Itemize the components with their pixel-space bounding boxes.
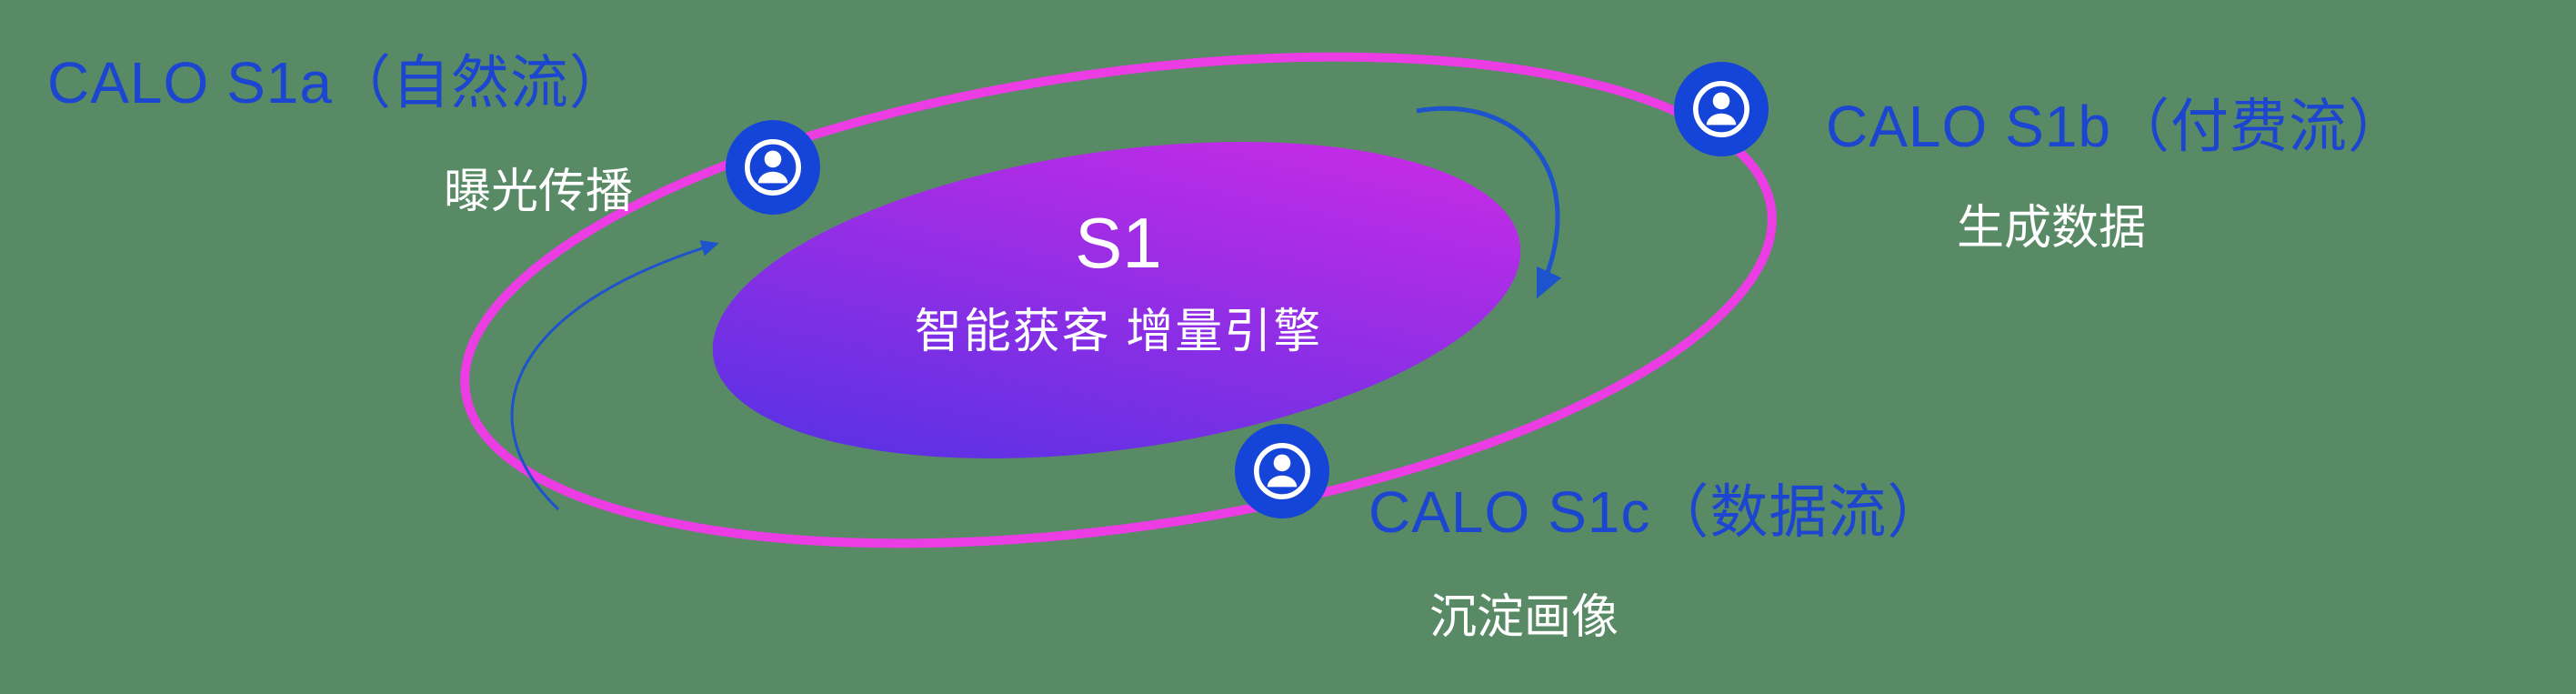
person-in-circle-icon [726, 120, 820, 215]
label-s1a-subtitle: 曝光传播 [444, 166, 634, 218]
core-title: S1 [1075, 203, 1162, 283]
person-in-circle-icon [1235, 424, 1329, 518]
flow-arrow-left [510, 240, 719, 511]
person-in-circle-icon [1674, 62, 1769, 156]
label-s1c-title: CALO S1c（数据流） [1368, 479, 1947, 545]
core-ellipse [712, 142, 1521, 458]
node-s1a [726, 120, 820, 215]
orbit-ring [460, 52, 1777, 548]
label-s1b-title: CALO S1b（付费流） [1826, 94, 2407, 159]
label-s1a-title: CALO S1a（自然流） [47, 50, 628, 116]
node-s1c [1235, 424, 1329, 518]
label-s1b-subtitle: 生成数据 [1957, 202, 2147, 255]
core-subtitle: 智能获客 增量引擎 [914, 306, 1323, 358]
flow-arrow-right [1416, 106, 1562, 299]
node-s1b [1674, 62, 1769, 156]
label-s1c-subtitle: 沉淀画像 [1429, 591, 1619, 644]
